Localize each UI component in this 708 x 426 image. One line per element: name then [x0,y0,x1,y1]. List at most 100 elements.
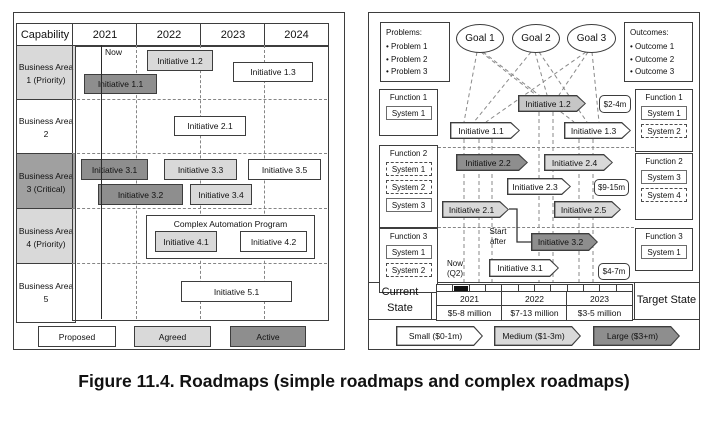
program-label: Complex Automation Program [173,219,288,229]
grid-line [72,153,327,154]
simple-roadmap-panel: Capability 2021 2022 2023 2024 Business … [13,12,345,350]
now-label: Now [105,47,123,57]
quarter-cell [519,285,535,292]
area-business-area-2: Business Area 2 [16,99,76,157]
outcome-item: • Outcome 3 [630,67,675,77]
header-year-2024: 2024 [264,23,329,47]
cost-chip-4-7m: $4-7m [598,263,630,280]
quarter-cell-now [453,285,470,292]
initiative-2-1-arrow: Initiative 2.1 [442,201,509,218]
quarter-cell [584,285,601,292]
function-2-right: Function 2 System 3 System 4 [635,153,693,220]
function-3-left: Function 3 System 1 System 2 [379,228,438,293]
legend-small: Small ($0-1m) [396,326,483,346]
initiative-3-2-arrow: Initiative 3.2 [531,233,598,251]
system-box: System 1 [385,245,432,259]
grid-line [136,45,137,319]
goal-1: Goal 1 [456,24,504,53]
quarter-cell [568,285,584,292]
complex-roadmap-panel: Problems: • Problem 1 • Problem 2 • Prob… [368,12,700,350]
start-after-note: Start after [489,227,507,247]
initiative-4-1: Initiative 4.1 [155,231,217,252]
grid-line [72,208,327,209]
system-box: System 4 [641,188,687,202]
initiative-3-1-arrow: Initiative 3.1 [489,259,559,277]
problems-title: Problems: [386,28,423,37]
grid-line [72,99,327,100]
initiative-1-1-arrow: Initiative 1.1 [450,122,520,139]
legend-medium: Medium ($1-3m) [494,326,581,346]
initiative-3-1: Initiative 3.1 [81,159,148,180]
legend-active: Active [230,326,306,347]
system-box: System 2 [385,180,432,194]
initiative-3-2: Initiative 3.2 [98,184,183,205]
area-business-area-3: Business Area 3 (Critical) [16,153,76,212]
initiative-3-4: Initiative 3.4 [190,184,252,205]
quarter-cell [600,285,617,292]
system-box: System 3 [385,198,432,212]
area-business-area-1: Business Area 1 (Priority) [16,45,76,103]
initiative-3-5: Initiative 3.5 [248,159,321,180]
initiative-1-2: Initiative 1.2 [147,50,213,71]
problem-item: • Problem 3 [386,67,428,77]
goal-2: Goal 2 [512,24,560,53]
cost-chip-2-4m: $2-4m [599,95,631,113]
function-1-right: Function 1 System 1 System 2 [635,89,693,152]
header-capability: Capability [16,23,74,47]
system-box: System 1 [385,162,432,176]
problem-item: • Problem 1 [386,41,428,51]
system-box: System 1 [385,106,432,120]
quarter-cell [502,285,519,292]
budget-2022: $7-13 million [501,305,568,321]
figure-caption: Figure 11.4. Roadmaps (simple roadmaps a… [78,371,630,391]
timeline-top-border [369,282,699,283]
outcomes-title: Outcomes: [630,28,669,37]
system-box: System 1 [641,245,687,259]
initiative-1-2-arrow: Initiative 1.2 [518,95,586,112]
budget-2021: $5-8 million [436,305,503,321]
header-year-2023: 2023 [200,23,266,47]
area-business-area-4: Business Area 4 (Priority) [16,208,76,267]
goal-3: Goal 3 [567,24,616,53]
grid-line [200,45,201,319]
initiative-1-1: Initiative 1.1 [84,74,157,94]
function-2-left: Function 2 System 1 System 2 System 3 [379,145,438,228]
target-state-label: Target State [636,293,697,306]
area-business-area-5: Business Area 5 [16,263,76,323]
system-box: System 2 [641,124,687,138]
system-box: System 1 [641,106,687,120]
initiative-2-4-arrow: Initiative 2.4 [544,154,613,171]
quarter-cell [551,285,568,292]
initiative-2-2-arrow: Initiative 2.2 [456,154,528,171]
initiative-5-1: Initiative 5.1 [181,281,292,302]
system-box: System 3 [641,170,687,184]
cost-chip-9-15m: $9-15m [594,179,629,196]
timeline-right-divider [634,282,635,319]
legend-large: Large ($3+m) [593,326,680,346]
outcome-item: • Outcome 1 [630,41,675,51]
outcomes-box: Outcomes: • Outcome 1 • Outcome 2 • Outc… [624,22,693,82]
initiative-1-3-arrow: Initiative 1.3 [564,122,631,139]
legend-agreed: Agreed [134,326,211,347]
current-state-label: Current State [381,286,419,314]
system-box: System 2 [385,263,432,277]
header-year-2022: 2022 [136,23,202,47]
legend-proposed: Proposed [38,326,116,347]
now-line [101,45,102,319]
row-separator [438,227,634,228]
initiative-2-5-arrow: Initiative 2.5 [554,201,621,218]
quarter-cell [470,285,486,292]
budget-2023: $3-5 million [566,305,633,321]
problem-item: • Problem 2 [386,54,428,64]
now-marker [454,286,468,291]
header-year-2021: 2021 [72,23,138,47]
initiative-4-2: Initiative 4.2 [240,231,307,252]
quarter-cell [486,285,503,292]
timeline-left-divider [431,282,432,319]
now-q2-note: Now (Q2) [446,259,463,279]
grid-line [264,45,265,319]
initiative-2-3-arrow: Initiative 2.3 [507,178,571,195]
function-1-left: Function 1 System 1 [379,89,438,136]
outcome-item: • Outcome 2 [630,54,675,64]
